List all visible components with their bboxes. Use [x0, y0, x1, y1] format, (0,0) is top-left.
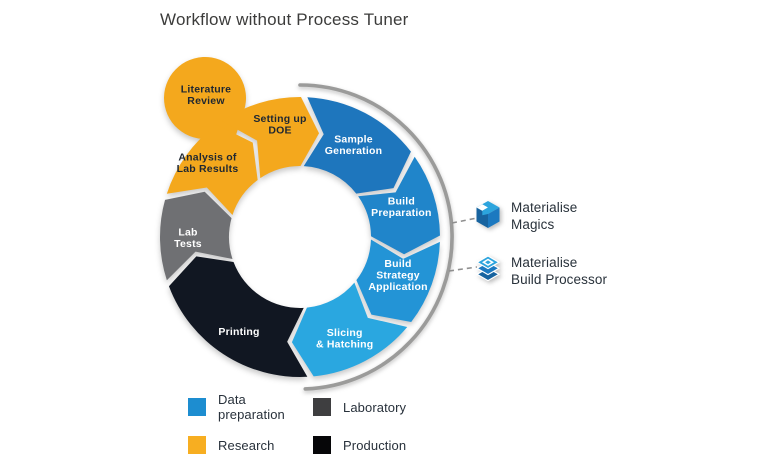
magics-cube-inner-face: [482, 207, 488, 216]
materialise-magics-label: Materialise Magics: [511, 200, 577, 233]
segment-analysis-of-lab-results: [166, 124, 258, 216]
segment-sample-generation: [303, 97, 411, 194]
legend-swatch-laboratory: [313, 398, 331, 416]
magics-cube-notch: [476, 204, 488, 211]
segment-setting-up-doe: [221, 96, 320, 179]
process-ring: [160, 56, 440, 378]
legend-swatch-research: [188, 436, 206, 454]
connector-line-1: [451, 217, 478, 224]
segment-build-strategy-application: [356, 239, 440, 323]
legend-label-laboratory: Laboratory: [343, 399, 407, 415]
legend-item-laboratory: Laboratory: [313, 392, 406, 422]
legend-label-data-preparation: Data preparation: [218, 392, 285, 422]
materialise-build-processor-label: Materialise Build Processor: [511, 255, 607, 288]
materialise-build-processor-line1: Materialise: [511, 255, 578, 270]
legend-item-production: Production: [313, 436, 406, 454]
segment-slicing-hatching: [291, 282, 408, 377]
page-title: Workflow without Process Tuner: [160, 10, 409, 29]
magics-cube-icon: [476, 201, 500, 228]
outer-arc: [298, 83, 454, 391]
legend-item-research: Research: [188, 436, 313, 454]
legend-label-research: Research: [218, 437, 275, 453]
product-icons: [475, 201, 501, 282]
legend-swatch-data-preparation: [188, 398, 206, 416]
segment-label-printing: Printing: [218, 326, 259, 338]
legend-swatch-production: [313, 436, 331, 454]
segment-label-slicing-hatching: Slicing& Hatching: [316, 327, 373, 351]
outer-arc-group: [298, 83, 454, 391]
connector-line-2: [448, 266, 478, 272]
magics-cube-right-face: [488, 207, 500, 228]
segment-printing: [168, 256, 308, 378]
segment-lab-tests: [160, 191, 233, 281]
legend-item-data-preparation: Data preparation: [188, 392, 313, 422]
materialise-magics-line1: Materialise: [511, 200, 578, 215]
materialise-magics-line2: Magics: [511, 216, 555, 232]
segment-build-preparation: [358, 156, 440, 255]
legend-label-production: Production: [343, 437, 407, 453]
materialise-build-processor-line2: Build Processor: [511, 271, 608, 287]
build-processor-layers-icon: [475, 255, 501, 282]
